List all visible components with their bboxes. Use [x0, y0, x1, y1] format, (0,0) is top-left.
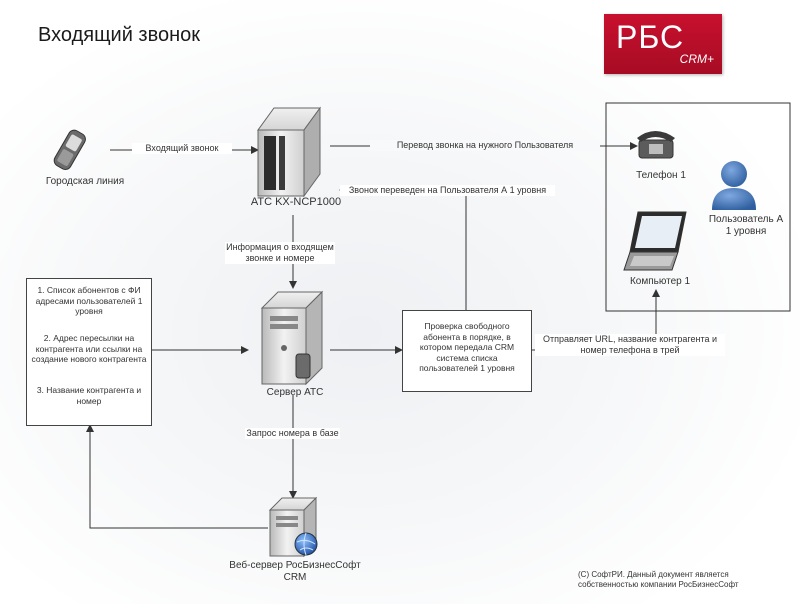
pbx-server-icon — [257, 106, 321, 198]
send-url-label: Отправляет URL, название контрагента и н… — [535, 334, 725, 356]
user-label: Пользователь А 1 уровня — [708, 214, 784, 237]
copyright-note: (С) СофтРИ. Данный документ является соб… — [578, 570, 739, 589]
redirect-address-item: 2. Адрес пересылки на контрагента или сс… — [31, 333, 147, 364]
info-label: Информация о входящем звонке и номере — [225, 242, 335, 264]
server-ats-label: Сервер АТС — [266, 387, 324, 398]
city-line-label: Городская линия — [45, 176, 125, 187]
mobile-phone-icon — [53, 129, 86, 170]
desk-phone-icon — [637, 131, 675, 159]
call-transferred-label: Звонок переведен на Пользователя А 1 уро… — [340, 185, 555, 196]
subscriber-list-item: 1. Список абонентов с ФИ адресами пользо… — [35, 285, 143, 316]
availability-check-text: Проверка свободного абонента в порядке, … — [419, 321, 515, 373]
edge-call-transferred — [339, 186, 467, 310]
ats-server-icon — [260, 290, 324, 386]
edge-web-to-box — [86, 424, 268, 529]
incoming-call-label: Входящий звонок — [132, 143, 232, 154]
user-icon — [712, 161, 756, 210]
user-area-frame — [605, 102, 791, 312]
phone-label: Телефон 1 — [636, 170, 686, 181]
pbx-label: АТС KX-NCP1000 — [250, 196, 342, 208]
computer-label: Компьютер 1 — [629, 276, 691, 287]
availability-check-box: Проверка свободного абонента в порядке, … — [402, 310, 532, 392]
request-label: Запрос номера в базе — [245, 428, 340, 439]
subscriber-info-box: 1. Список абонентов с ФИ адресами пользо… — [26, 278, 152, 426]
contractor-name-item: 3. Название контрагента и номер — [36, 385, 142, 406]
laptop-icon — [623, 211, 687, 271]
logo-product: CRM+ — [679, 52, 714, 66]
logo-brand: РБС — [616, 19, 685, 55]
page-title: Входящий звонок — [38, 24, 201, 46]
web-server-label: Веб-сервер РосБизнесСофт CRM — [229, 560, 361, 583]
web-server-icon — [268, 496, 318, 558]
rbs-crm-logo: РБС CRM+ — [604, 14, 722, 74]
transfer-label: Перевод звонка на нужного Пользователя — [370, 140, 600, 151]
